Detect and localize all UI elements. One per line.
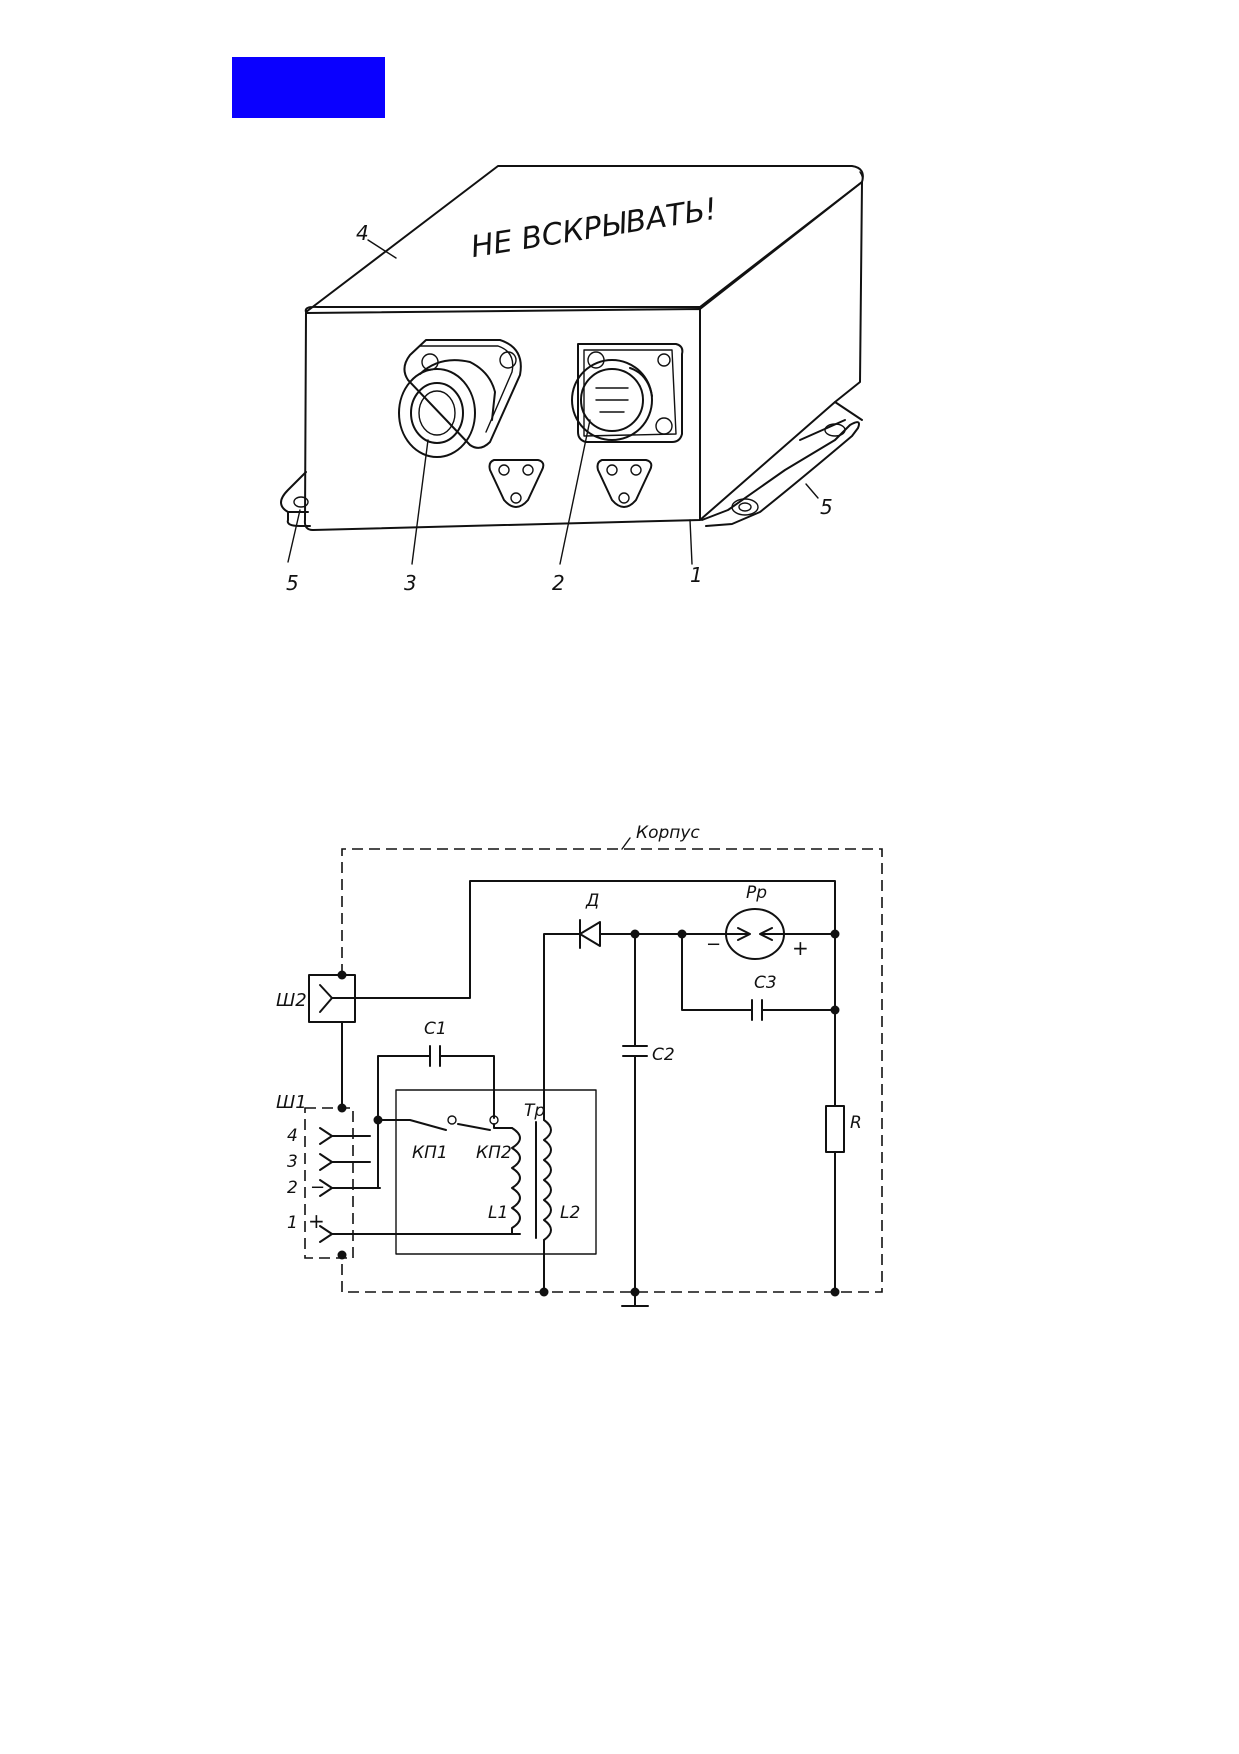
connector-socket — [571, 343, 684, 443]
callout-socket: 2 — [552, 571, 565, 595]
lid-inscription: НЕ ВСКРЫВАТЬ! — [468, 192, 719, 265]
connector-w1 — [304, 1107, 354, 1259]
device-drawing: НЕ ВСКРЫВАТЬ! 4 5 3 2 1 5 — [280, 165, 864, 595]
plug-body — [398, 368, 476, 458]
pin-4-label: 4 — [287, 1126, 298, 1146]
callout-plug: 3 — [404, 571, 417, 595]
enclosure-outline — [341, 848, 883, 1293]
diode-label: Д — [585, 891, 599, 911]
circuit-schematic: Корпус Ш2 Ш1 4 3 2 1 − + C1 — [276, 823, 883, 1307]
gap-arrester-label: Рр — [746, 883, 767, 903]
callout-mount-left: 5 — [286, 571, 299, 595]
mount-foot-left — [280, 471, 311, 527]
front-tab-left — [488, 459, 545, 508]
coil-l2 — [543, 1119, 552, 1241]
resistor-label: R — [850, 1113, 862, 1133]
resistor-r — [825, 1105, 845, 1153]
callout-housing: 1 — [690, 563, 703, 587]
coil-l1-label: L1 — [488, 1203, 508, 1223]
diode-d — [579, 919, 601, 949]
pin-1-label: 1 — [287, 1213, 298, 1233]
blue-marker-block — [232, 57, 385, 118]
socket-body — [571, 359, 653, 441]
connector-w1-label: Ш1 — [276, 1092, 307, 1113]
pin-2-sign: − — [310, 1177, 325, 1198]
coil-enclosure — [395, 1089, 597, 1255]
capacitor-c2-label: C2 — [652, 1045, 675, 1065]
device-right-face — [699, 181, 863, 521]
mount-foot-right — [701, 401, 863, 527]
gap-arrester-plus: + — [792, 936, 809, 960]
transformer-label: Тр — [524, 1101, 545, 1121]
pin-1-sign: + — [308, 1209, 325, 1233]
gap-arrester-minus: − — [706, 934, 721, 955]
front-tab-right — [596, 459, 653, 508]
coil-l2-label: L2 — [560, 1203, 580, 1223]
contact-kp2-label: КП2 — [476, 1143, 512, 1163]
coil-l1 — [511, 1127, 521, 1235]
contact-kp1-label: КП1 — [412, 1143, 448, 1163]
connector-w2-label: Ш2 — [276, 990, 307, 1011]
callout-mount-right: 5 — [820, 495, 833, 519]
capacitor-c1-label: C1 — [424, 1019, 447, 1039]
pin-2-label: 2 — [287, 1178, 298, 1198]
pin-3-label: 3 — [287, 1152, 298, 1172]
callout-lid: 4 — [356, 221, 369, 245]
enclosure-label: Корпус — [636, 823, 700, 843]
device-front-face — [303, 308, 701, 531]
capacitor-c3-label: C3 — [754, 973, 777, 993]
connector-plug — [398, 339, 522, 458]
